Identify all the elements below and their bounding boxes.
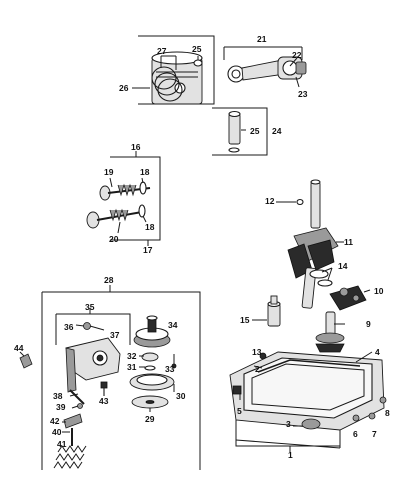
callout-labels: 1 2 3 4 5 6 7 8 9 10 11 12 13 14 15 16 1… [14, 34, 390, 460]
screw-44 [19, 351, 33, 369]
label-30: 30 [176, 391, 186, 401]
crankshaft [287, 179, 339, 309]
label-42: 42 [50, 416, 60, 426]
label-9: 9 [366, 319, 371, 329]
bolt-6 [352, 414, 360, 422]
spring-36-37 [75, 322, 105, 331]
label-24: 24 [272, 126, 282, 136]
disc-29 [131, 395, 169, 412]
label-17: 17 [143, 245, 153, 255]
crank-gear [309, 269, 329, 279]
spring-washer-31 [139, 365, 156, 371]
label-20: 20 [109, 234, 119, 244]
connecting-rod-group [223, 46, 307, 88]
label-32: 32 [127, 351, 137, 361]
label-5: 5 [237, 406, 242, 416]
crank-key [296, 198, 304, 206]
label-2: 2 [255, 364, 260, 374]
label-13: 13 [252, 347, 262, 357]
label-26: 26 [119, 83, 129, 93]
camshaft [315, 311, 345, 353]
piston-rings [151, 66, 183, 102]
label-10: 10 [374, 286, 384, 296]
label-15: 15 [240, 315, 250, 325]
screw-43 [100, 381, 108, 396]
label-12: 12 [265, 196, 275, 206]
label-25b: 25 [250, 126, 260, 136]
label-19: 19 [104, 167, 114, 177]
label-44: 44 [14, 343, 24, 353]
label-29: 29 [145, 414, 155, 424]
label-37: 37 [110, 330, 120, 340]
label-18a: 18 [140, 167, 150, 177]
label-25a: 25 [192, 44, 202, 54]
governor-assembly [329, 285, 371, 311]
label-27: 27 [157, 46, 167, 56]
label-1: 1 [288, 450, 293, 460]
connecting-rod [227, 56, 307, 83]
control-bracket [65, 337, 121, 393]
label-43: 43 [99, 396, 109, 406]
label-14: 14 [338, 261, 348, 271]
label-34: 34 [168, 320, 178, 330]
piston-group [132, 35, 215, 105]
tappet [267, 295, 281, 327]
lever-38-39 [69, 389, 85, 409]
choke-42-40-41 [53, 413, 87, 469]
label-7: 7 [372, 429, 377, 439]
label-40: 40 [52, 427, 62, 437]
group-28-frame [41, 285, 201, 470]
pin-retainer [193, 59, 203, 67]
label-21: 21 [257, 34, 267, 44]
label-11: 11 [344, 237, 353, 247]
oil-seal [301, 418, 321, 430]
piston-pin-group [212, 107, 268, 156]
label-33: 33 [165, 364, 175, 374]
label-4: 4 [375, 347, 380, 357]
camshaft-group [252, 285, 371, 353]
label-36: 36 [64, 322, 74, 332]
plate-30 [129, 373, 175, 392]
label-23: 23 [298, 89, 308, 99]
oil-gasket [257, 359, 361, 373]
pulley-32-33 [139, 352, 177, 369]
oil-sump-group [229, 351, 387, 452]
bolt-7 [368, 412, 376, 420]
bolt-8 [379, 396, 387, 404]
intake-valve [86, 204, 146, 229]
label-28: 28 [104, 275, 114, 285]
governor-gear-34 [133, 315, 171, 348]
label-41: 41 [57, 439, 67, 449]
exhaust-valve [99, 181, 151, 201]
label-31: 31 [127, 362, 137, 372]
pipe-plug [259, 352, 267, 360]
label-16: 16 [131, 142, 141, 152]
label-8: 8 [385, 408, 390, 418]
label-3: 3 [286, 419, 291, 429]
pin-lock-ring [228, 147, 240, 153]
label-6: 6 [353, 429, 358, 439]
piston-pin [228, 113, 241, 145]
drain-plug [232, 385, 242, 395]
crankshaft-group [276, 179, 344, 309]
label-38: 38 [53, 391, 63, 401]
sump-base [229, 351, 385, 449]
label-35: 35 [85, 302, 95, 312]
label-22: 22 [292, 50, 302, 60]
label-39: 39 [56, 402, 66, 412]
valve-group [86, 151, 161, 246]
label-18b: 18 [145, 222, 155, 232]
